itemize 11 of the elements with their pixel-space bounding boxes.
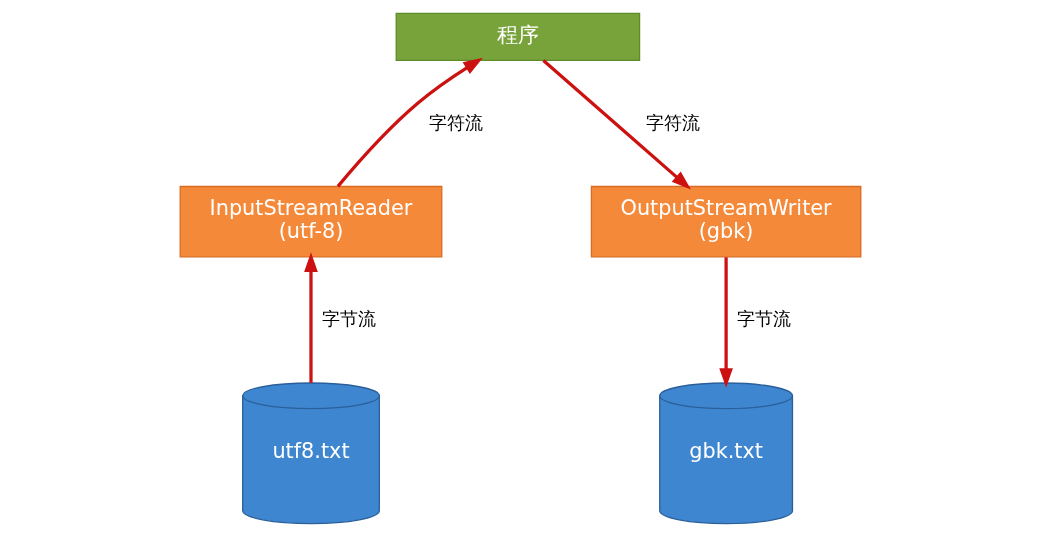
arrow — [336, 57, 483, 188]
edge-label: 字节流 — [322, 308, 377, 330]
arrow — [542, 59, 691, 190]
arrow — [304, 252, 318, 383]
arrow — [719, 257, 733, 388]
node-box: 程序 — [395, 12, 641, 61]
edge-label: 字符流 — [646, 111, 701, 133]
node-box: OutputStreamWriter (gbk) — [590, 185, 862, 258]
edge-label: 字节流 — [737, 308, 792, 330]
node-box: InputStreamReader (utf-8) — [179, 185, 443, 258]
edge-label: 字符流 — [428, 111, 483, 133]
